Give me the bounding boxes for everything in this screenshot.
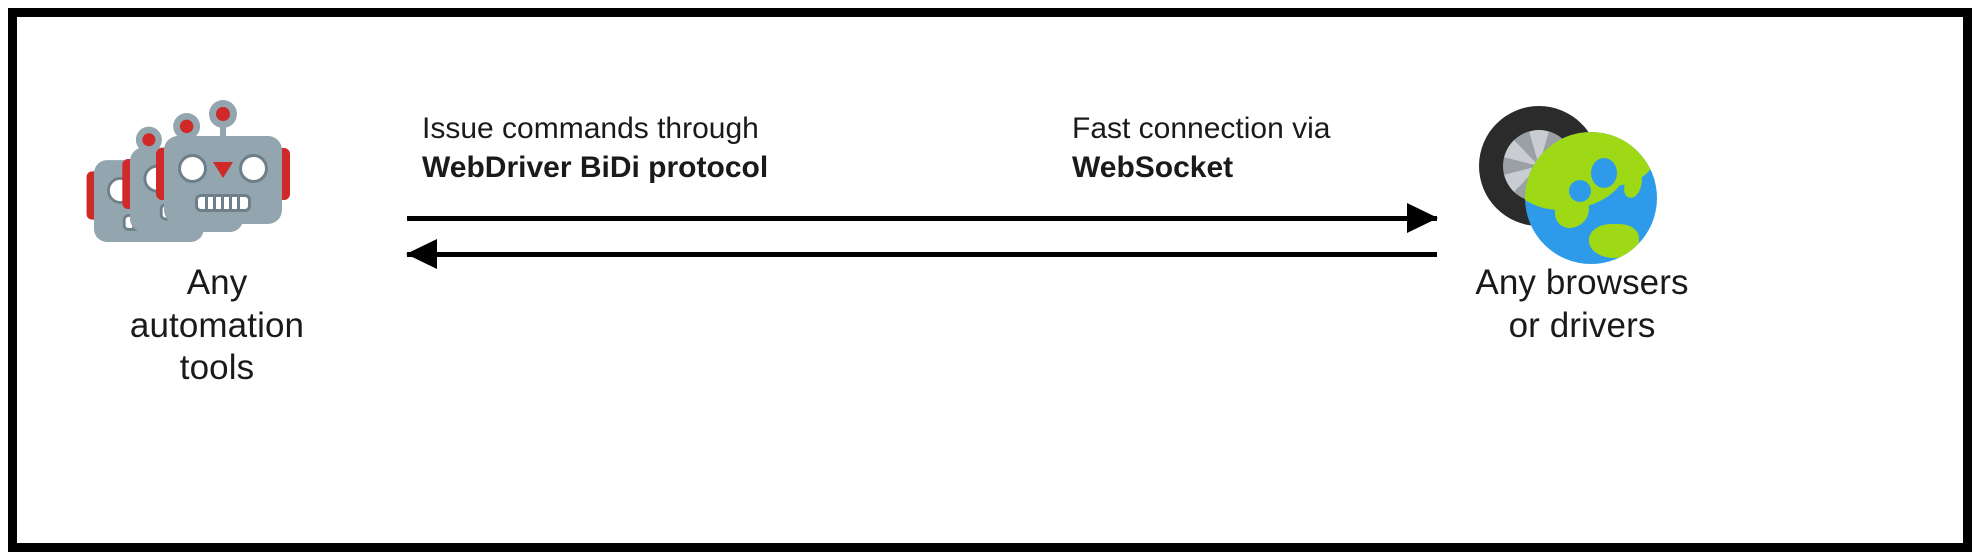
arrow-left-line xyxy=(407,252,1437,257)
globe-sea xyxy=(1591,158,1617,188)
edge-label-connection-line1: Fast connection via xyxy=(1072,112,1331,145)
node-browsers-drivers-caption: Any browsers or drivers xyxy=(1417,262,1747,347)
caption-line: automation xyxy=(129,305,305,345)
globe-landmass xyxy=(1589,224,1639,258)
globe-icon xyxy=(1525,132,1657,264)
diagram-frame: Any automation tools Issue commands thro… xyxy=(8,8,1972,552)
robot-nose-icon xyxy=(213,162,233,178)
edge-label-commands-line2: WebDriver BiDi protocol xyxy=(422,151,769,184)
robot-mouth-icon xyxy=(195,194,251,212)
caption-line: or drivers xyxy=(1508,305,1656,345)
node-browsers-drivers: Any browsers or drivers xyxy=(1417,102,1747,347)
edge-label-commands: Issue commands through WebDriver BiDi pr… xyxy=(422,109,768,187)
node-automation-tools-caption: Any automation tools xyxy=(72,262,362,390)
robot-icon-front xyxy=(156,100,290,224)
robot-icon xyxy=(72,100,362,262)
robot-antenna-ball-icon xyxy=(209,100,237,128)
caption-line: tools xyxy=(179,348,255,388)
edge-label-connection: Fast connection via WebSocket xyxy=(1072,109,1330,187)
globe-tire-icon xyxy=(1417,102,1747,264)
edge-label-connection-line2: WebSocket xyxy=(1072,151,1234,184)
robot-antenna-ball-icon xyxy=(173,112,201,140)
robot-head-icon xyxy=(164,136,282,224)
diagram-canvas: Any automation tools Issue commands thro… xyxy=(17,17,1963,543)
globe-sea xyxy=(1569,180,1591,202)
robot-antenna-stem-icon xyxy=(220,112,226,144)
globe-landmass xyxy=(1637,244,1650,255)
arrow-right-line xyxy=(407,216,1437,221)
arrow-left-head-icon xyxy=(406,239,437,269)
edge-label-commands-line1: Issue commands through xyxy=(422,112,759,145)
robot-eye-right-icon xyxy=(239,154,268,183)
robot-eye-left-icon xyxy=(178,154,207,183)
node-automation-tools: Any automation tools xyxy=(72,100,362,390)
arrow-right-head-icon xyxy=(1407,203,1438,233)
arrow-group xyxy=(406,203,1438,272)
caption-line: Any browsers xyxy=(1475,263,1689,302)
caption-line: Any xyxy=(186,263,248,302)
